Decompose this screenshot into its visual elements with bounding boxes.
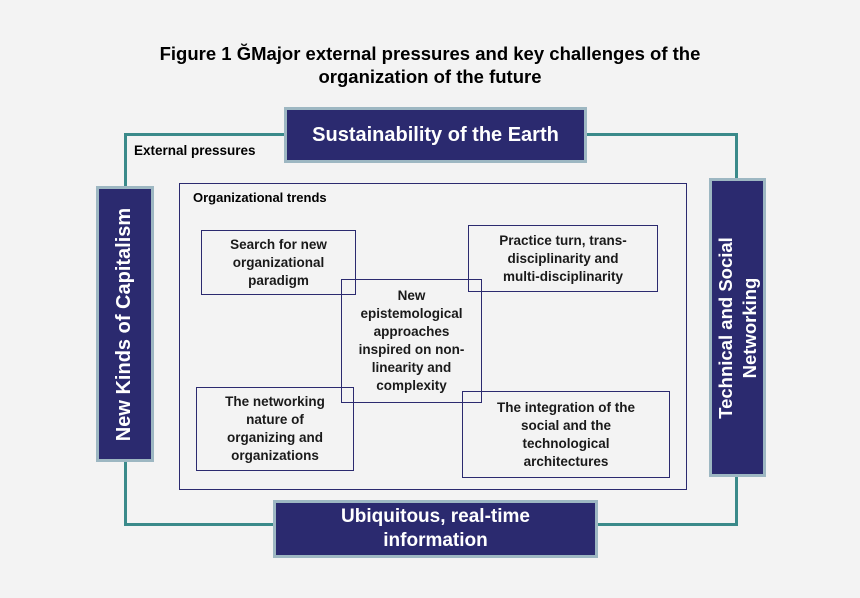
epistemological-line-6: complexity [376,378,447,393]
networking-nature-line-2: nature of [246,412,304,427]
ubiquitous-information-box: Ubiquitous, real-time information [273,500,598,558]
ubiquitous-line-1: Ubiquitous, real-time [341,506,530,527]
networking-nature-line-3: organizing and [227,430,323,445]
search-line-1: Search for new [230,236,327,252]
technical-social-networking-label: Technical and Social Networking [714,237,762,419]
practice-line-2: disciplinarity and [507,250,619,266]
external-pressures-label: External pressures [134,143,256,158]
practice-turn-box: Practice turn, trans- disciplinarity and… [468,225,658,292]
networking-line-1: Technical and Social [714,236,736,419]
epistemological-line-3: approaches [373,324,450,339]
figure-title-line-1: Figure 1 ĞMajor external pressures and k… [159,43,701,64]
new-capitalism-box: New Kinds of Capitalism [96,186,154,462]
networking-line-2: Networking [738,277,760,378]
search-paradigm-box: Search for new organizational paradigm [201,230,356,295]
networking-nature-box: The networking nature of organizing and … [196,387,354,471]
integration-line-3: technological [522,435,610,451]
search-line-2: organizational [232,254,325,270]
new-capitalism-label: New Kinds of Capitalism [113,207,136,441]
epistemological-line-2: epistemological [360,306,463,321]
epistemological-box: New epistemological approaches inspired … [341,279,482,403]
integration-line-1: The integration of the [497,399,635,415]
sustainability-label: Sustainability of the Earth [312,123,559,146]
integration-box: The integration of the social and the te… [462,391,670,478]
ubiquitous-line-2: information [383,530,488,551]
organizational-trends-label: Organizational trends [193,190,327,205]
sustainability-box: Sustainability of the Earth [284,107,587,163]
organizational-trends-frame [179,183,687,490]
epistemological-line-4: inspired on non- [358,342,465,357]
figure-title-line-2: organization of the future [318,66,542,87]
integration-line-4: architectures [523,453,609,469]
technical-social-networking-box: Technical and Social Networking [709,178,766,477]
practice-line-3: multi-disciplinarity [502,268,624,284]
integration-line-2: social and the [520,417,612,433]
practice-line-1: Practice turn, trans- [499,232,627,248]
epistemological-line-5: linearity and [371,360,452,375]
networking-nature-line-1: The networking [225,394,325,409]
search-line-3: paradigm [248,272,309,288]
figure-title: Figure 1 ĞMajor external pressures and k… [0,42,860,88]
networking-nature-line-4: organizations [231,448,319,463]
epistemological-line-1: New [397,288,426,303]
